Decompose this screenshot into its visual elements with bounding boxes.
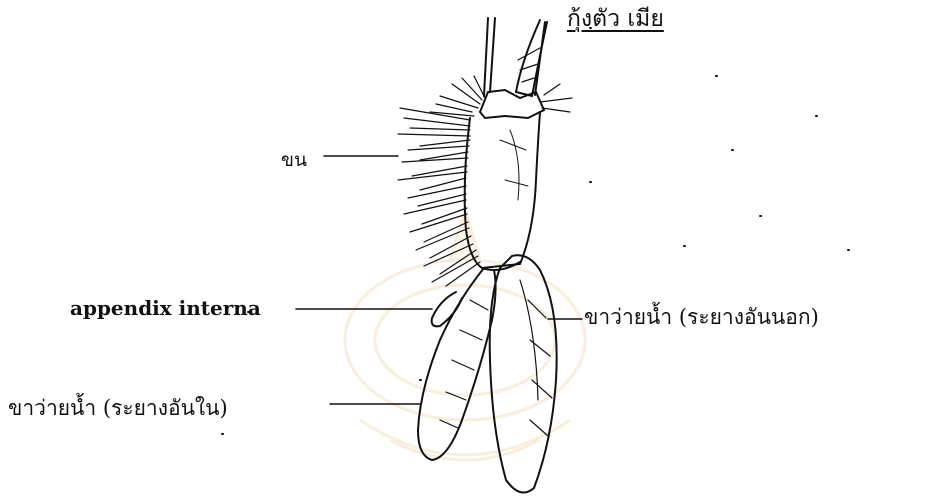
- label-endopod: ขาว่ายน้ำ (ระยางอันใน): [8, 398, 228, 419]
- exopod: [490, 255, 557, 492]
- label-exopod: ขาว่ายน้ำ (ระยางอันนอก): [584, 307, 819, 328]
- label-appendix-interna: appendix interna: [70, 298, 261, 318]
- appendix-interna: [432, 292, 462, 326]
- endopod: [418, 268, 496, 460]
- leader-lines: [296, 156, 582, 404]
- label-setae: ขน: [281, 151, 307, 170]
- proximal-stalk: [480, 18, 572, 118]
- basis: [465, 112, 540, 270]
- figure-title: กุ้งตัว เมีย: [567, 8, 664, 31]
